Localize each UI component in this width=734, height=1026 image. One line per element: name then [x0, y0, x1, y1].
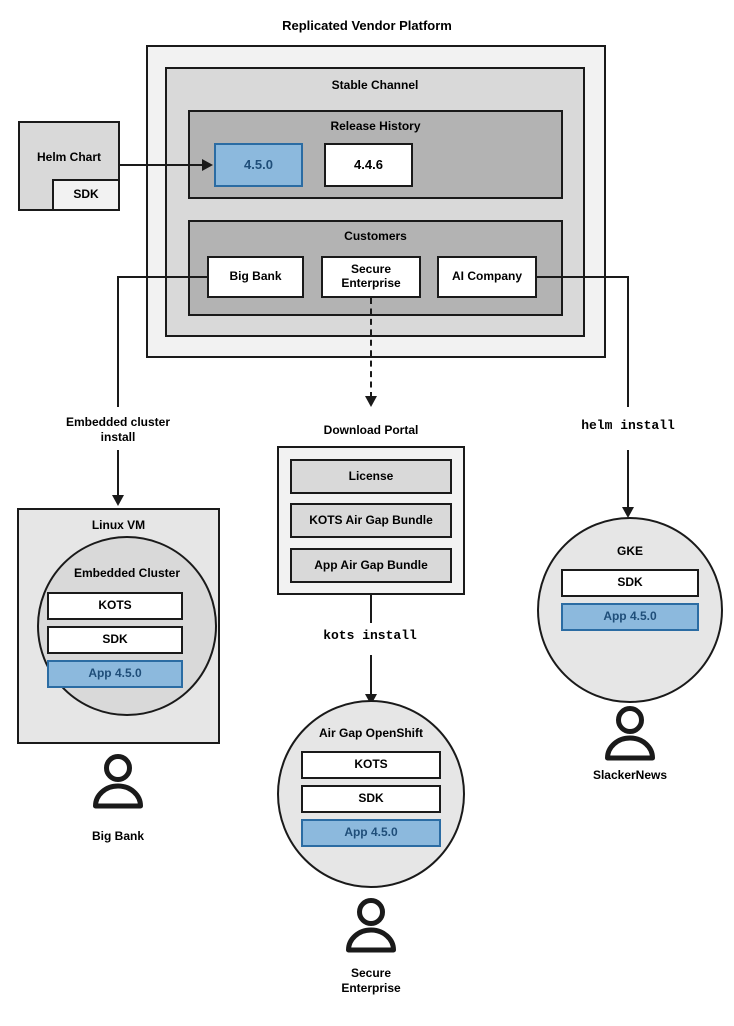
linux-vm-component-app[interactable]: App 4.5.0	[47, 660, 183, 688]
customer-label: Secure Enterprise	[341, 262, 401, 290]
user-label-big-bank: Big Bank	[91, 829, 144, 843]
component-label: SDK	[102, 632, 128, 647]
page-title: Replicated Vendor Platform	[282, 18, 452, 33]
gke-component-app[interactable]: App 4.5.0	[561, 603, 699, 631]
person-icon-big-bank	[93, 754, 143, 809]
connector-to-gke	[627, 450, 629, 510]
user-label-secure-enterprise: Secure Enterprise	[341, 966, 401, 995]
user-label-slackernews: SlackerNews	[592, 768, 668, 782]
release-version-label: 4.5.0	[244, 156, 273, 172]
gke-label: GKE	[616, 544, 643, 558]
sdk-label: SDK	[73, 187, 99, 202]
connector-bigbank-vertical	[117, 276, 119, 407]
connector-helm-to-release	[120, 164, 204, 166]
air-gap-openshift-label: Air Gap OpenShift	[318, 726, 423, 740]
customer-label: AI Company	[451, 269, 522, 284]
component-label: SDK	[617, 575, 643, 590]
flow-label-kots-install: kots install	[323, 628, 417, 643]
stable-channel-label: Stable Channel	[331, 78, 419, 92]
connector-secureenterprise-dashed	[370, 298, 372, 398]
linux-vm-component-sdk[interactable]: SDK	[47, 626, 183, 654]
openshift-component-app[interactable]: App 4.5.0	[301, 819, 441, 847]
component-label: SDK	[358, 791, 384, 806]
flow-label-embedded-cluster-install: Embedded cluster install	[65, 415, 171, 444]
linux-vm-label: Linux VM	[91, 518, 146, 532]
arrow-to-openshift	[365, 694, 377, 705]
arrow-to-linux-vm	[112, 495, 124, 506]
person-icon-secure-enterprise	[346, 898, 396, 953]
connector-bigbank-horizontal	[117, 276, 209, 278]
component-label: App 4.5.0	[88, 666, 142, 681]
component-label: KOTS	[98, 598, 132, 613]
person-icon-slackernews	[605, 706, 655, 761]
connector-kots-install-to-openshift	[370, 655, 372, 697]
component-label: App 4.5.0	[603, 609, 657, 624]
linux-vm-component-kots[interactable]: KOTS	[47, 592, 183, 620]
customer-label: Big Bank	[229, 269, 282, 284]
flow-label-helm-install: helm install	[581, 418, 675, 433]
gke-component-sdk[interactable]: SDK	[561, 569, 699, 597]
connector-to-linux-vm	[117, 450, 119, 498]
embedded-cluster-label: Embedded Cluster	[73, 566, 181, 580]
download-artifact-license[interactable]: License	[290, 459, 452, 494]
arrow-to-gke	[622, 507, 634, 518]
download-artifact-app-air-gap-bundle[interactable]: App Air Gap Bundle	[290, 548, 452, 583]
component-label: KOTS	[354, 757, 388, 772]
component-label: App 4.5.0	[344, 825, 398, 840]
customers-label: Customers	[344, 229, 407, 243]
artifact-label: App Air Gap Bundle	[314, 557, 428, 572]
connector-aicompany-vertical	[627, 276, 629, 407]
download-portal-label: Download Portal	[323, 423, 419, 437]
connector-aicompany-horizontal	[535, 276, 629, 278]
helm-chart-label: Helm Chart	[36, 150, 101, 165]
customer-box-ai-company[interactable]: AI Company	[437, 256, 537, 298]
arrow-to-download-portal	[365, 396, 377, 407]
release-box-4-4-6[interactable]: 4.4.6	[324, 143, 413, 187]
arrow-helm-to-release	[202, 159, 213, 171]
release-box-4-5-0[interactable]: 4.5.0	[214, 143, 303, 187]
openshift-component-sdk[interactable]: SDK	[301, 785, 441, 813]
artifact-label: License	[348, 468, 394, 483]
artifact-label: KOTS Air Gap Bundle	[309, 512, 433, 527]
release-version-label: 4.4.6	[354, 156, 383, 172]
openshift-component-kots[interactable]: KOTS	[301, 751, 441, 779]
connector-portal-to-kots-install	[370, 595, 372, 623]
download-artifact-kots-air-gap-bundle[interactable]: KOTS Air Gap Bundle	[290, 503, 452, 538]
release-history-label: Release History	[330, 119, 421, 133]
helm-chart-sdk-box[interactable]: SDK	[52, 179, 120, 211]
customer-box-secure-enterprise[interactable]: Secure Enterprise	[321, 256, 421, 298]
customer-box-big-bank[interactable]: Big Bank	[207, 256, 304, 298]
